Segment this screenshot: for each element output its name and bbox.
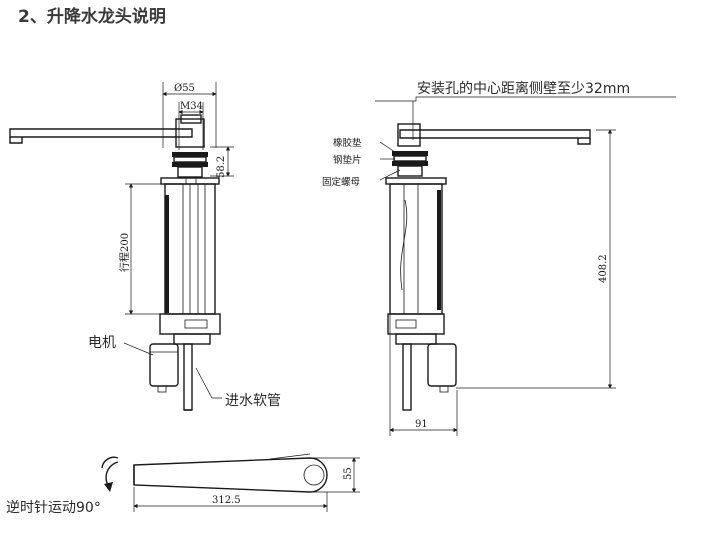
- dim-91-line: [389, 314, 458, 436]
- right-motor: [427, 343, 457, 393]
- right-washers: [392, 151, 428, 177]
- hole-note-leader: [375, 96, 676, 102]
- lift-body: [159, 177, 221, 345]
- right-spout: [397, 123, 591, 147]
- hose-label: 进水软管: [225, 393, 281, 409]
- nut-label: 固定螺母: [322, 176, 360, 188]
- dim-408-line: [456, 129, 616, 389]
- water-hose: [183, 343, 193, 411]
- dim-stroke-line: [125, 183, 162, 315]
- faucet-head: [175, 114, 205, 148]
- dim-55-label: Ø55: [174, 83, 195, 94]
- right-lift-body: [385, 177, 447, 345]
- dim-91-label: 91: [415, 419, 428, 430]
- dim-58-line: [210, 146, 234, 177]
- right-side-view: 安装孔的中心距离侧壁至少32mm 橡胶垫 钢垫片 固定螺母: [322, 80, 676, 436]
- dim-m34-label: M34: [180, 101, 203, 112]
- motor-label: 电机: [88, 335, 116, 351]
- right-hose: [402, 343, 412, 411]
- top-view: 逆时针运动90° 312.5 55: [6, 453, 360, 516]
- motor: [149, 343, 179, 393]
- dim-55-top-label: 55: [343, 467, 354, 480]
- spout-arm: [9, 128, 193, 144]
- dim-58-label: 58.2: [216, 156, 227, 178]
- dim-408-label: 408.2: [598, 254, 609, 283]
- mount-washers: [172, 152, 208, 185]
- hose-leader: [195, 367, 222, 399]
- hole-note-label: 安装孔的中心距离侧壁至少32mm: [417, 80, 630, 97]
- steel-pad-label: 钢垫片: [333, 154, 362, 166]
- rubber-pad-label: 橡胶垫: [333, 137, 362, 149]
- rotate-label: 逆时针运动90°: [6, 500, 101, 516]
- dim-stroke-label: 行程200: [118, 233, 131, 272]
- dim-diameter: [162, 82, 217, 150]
- section-title: 2、升降水龙头说明: [18, 7, 166, 27]
- dim-312-label: 312.5: [212, 495, 241, 506]
- left-front-view: Ø55 M34 58.2 行程200: [9, 82, 281, 411]
- motor-leader: [123, 342, 154, 356]
